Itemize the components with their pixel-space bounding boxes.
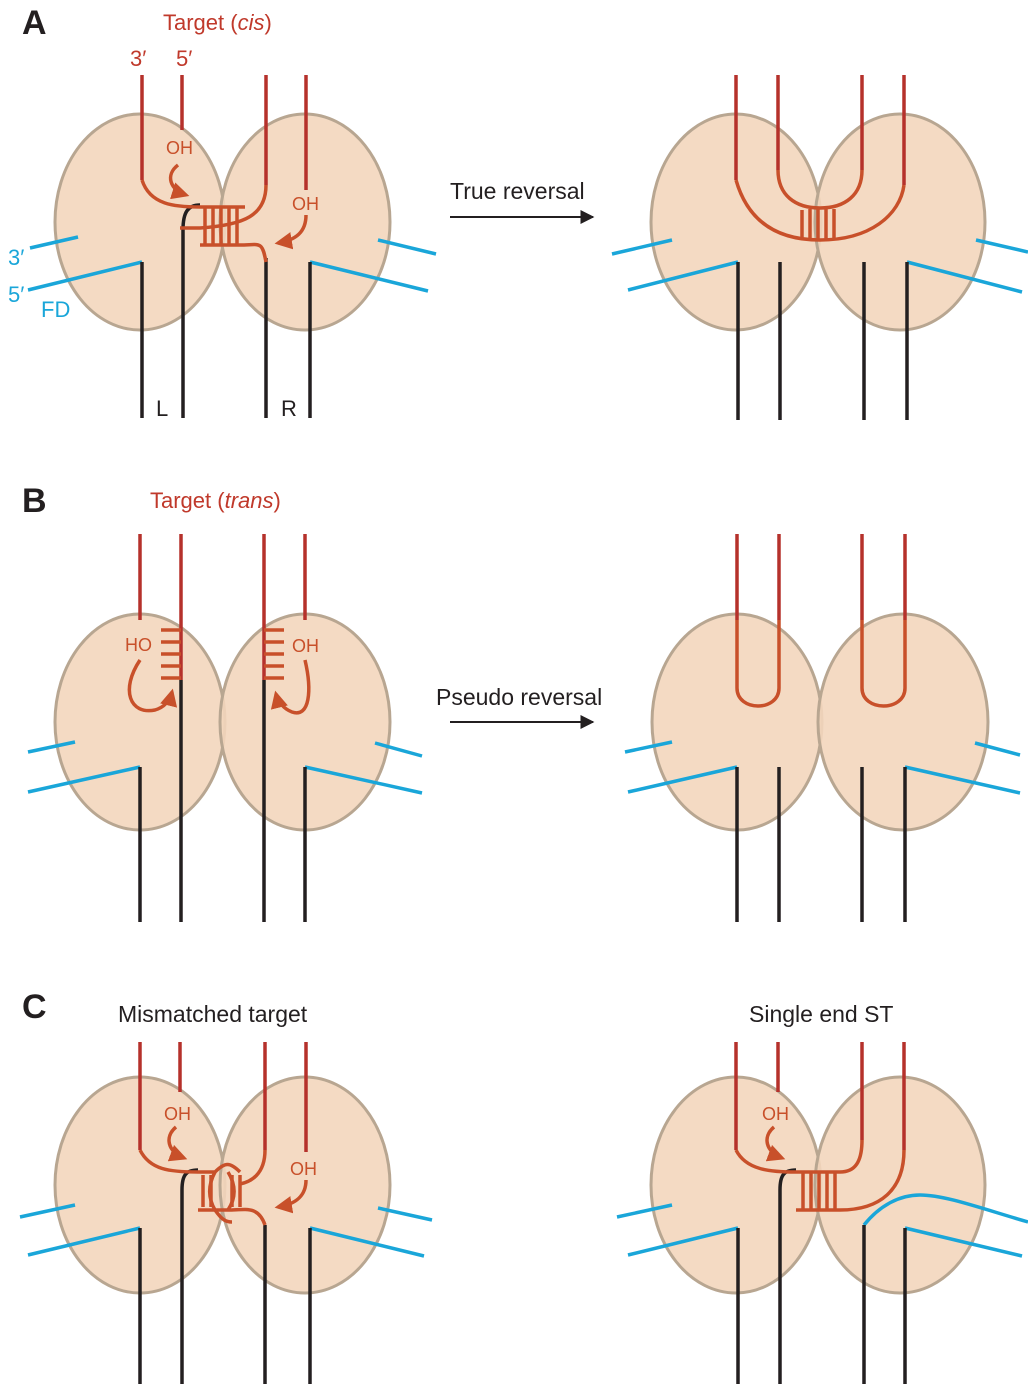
complex-b-after [625,534,1020,922]
fd-3-prime-label: 3′ [8,245,24,270]
target-3-prime-label: 3′ [130,46,146,71]
pseudo-reversal-label: Pseudo reversal [436,684,602,710]
target-trans-label: Target (trans) [150,488,281,513]
panel-letter-b: B [22,482,47,520]
right-end-label: R [281,396,297,421]
oh-label-right: OH [292,636,319,656]
fd-5-prime-label: 5′ [8,282,24,307]
panel-a: A Target (cis) 3′ 5′ [8,4,1028,421]
target-cis-label: Target (cis) [163,10,272,35]
panel-b: B Target (trans) [22,482,1020,922]
right-subunit [818,614,988,830]
oh-label-left: OH [164,1104,191,1124]
target-dna [737,534,905,620]
panel-letter-a: A [22,4,47,42]
complex-c-single-end: OH [617,1042,1028,1384]
panel-letter-c: C [22,988,47,1026]
complex-b-before: HO OH [28,534,422,922]
left-end-label: L [156,396,168,421]
oh-label-left: OH [166,138,193,158]
panel-c: C Mismatched target Single end ST [20,988,1028,1384]
right-subunit [815,1077,985,1293]
complex-a-after [612,75,1028,420]
single-end-st-title: Single end ST [749,1001,893,1027]
oh-label-right: OH [290,1159,317,1179]
complex-a-before: OH OH 3′ 5′ FD L R [8,75,436,421]
right-subunit [815,114,985,330]
target-5-prime-label: 5′ [176,46,192,71]
oh-label-single: OH [762,1104,789,1124]
mismatched-target-title: Mismatched target [118,1001,308,1027]
oh-label-right: OH [292,194,319,214]
left-subunit [55,114,225,330]
ho-label-left: HO [125,635,152,655]
complex-c-mismatched: OH OH [20,1042,432,1384]
fd-label: FD [41,297,70,322]
true-reversal-label: True reversal [450,178,585,204]
